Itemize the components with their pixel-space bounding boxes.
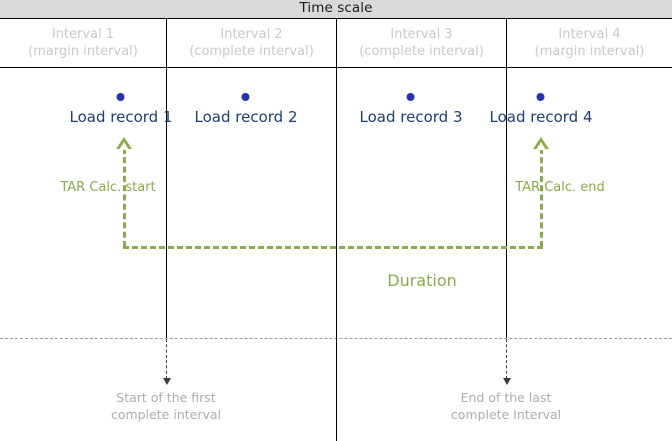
last-interval-caption: End of the last complete Interval xyxy=(451,389,561,423)
interval-kind-1: (margin interval) xyxy=(28,43,138,59)
interval-name-4: Interval 4 xyxy=(558,26,621,42)
interval-header-1: Interval 1 (margin interval) xyxy=(0,18,166,67)
tar-calc-end-label: TAR Calc. end xyxy=(515,180,605,195)
load-record-3: Load record 3 xyxy=(359,93,463,126)
diagram-title-band: Time scale xyxy=(0,0,672,18)
load-record-dot-icon xyxy=(406,93,415,101)
duration-label: Duration xyxy=(387,271,457,290)
load-record-dot-icon xyxy=(241,93,250,101)
tar-calc-start-label: TAR Calc. start xyxy=(60,180,156,195)
first-interval-caption-line2: complete interval xyxy=(110,407,222,422)
interval-divider-3 xyxy=(506,18,507,338)
interval-header-2: Interval 2 (complete interval) xyxy=(167,18,336,67)
page-title: Time scale xyxy=(299,0,373,17)
interval-divider-2 xyxy=(336,18,337,441)
first-interval-caption-line1: Start of the first xyxy=(116,390,216,405)
interval-name-3: Interval 3 xyxy=(390,26,453,42)
interval-name-1: Interval 1 xyxy=(51,26,115,42)
first-interval-caption: Start of the first complete interval xyxy=(111,389,221,423)
interval-header-4: Interval 4 (margin interval) xyxy=(507,18,672,67)
last-interval-pointer-line xyxy=(506,339,507,379)
tar-calc-end-arrow-icon xyxy=(533,137,549,150)
load-record-2: Load record 2 xyxy=(194,93,298,126)
load-record-4: Load record 4 xyxy=(489,93,593,126)
interval-name-2: Interval 2 xyxy=(220,26,283,42)
last-interval-arrow-icon xyxy=(503,378,511,385)
interval-divider-1 xyxy=(166,18,167,338)
interval-kind-3: (complete interval) xyxy=(359,43,484,59)
load-record-1: Load record 1 xyxy=(69,93,173,126)
interval-kind-4: (margin interval) xyxy=(534,43,645,59)
load-record-label-1: Load record 1 xyxy=(69,108,173,126)
first-interval-arrow-icon xyxy=(163,378,171,385)
interval-header-3: Interval 3 (complete interval) xyxy=(337,18,506,67)
interval-kind-2: (complete interval) xyxy=(189,43,314,59)
last-interval-caption-line1: End of the last xyxy=(460,390,552,405)
load-record-label-3: Load record 3 xyxy=(359,108,463,126)
load-record-label-2: Load record 2 xyxy=(194,108,298,126)
first-interval-pointer-line xyxy=(166,339,167,379)
last-interval-caption-line2: complete Interval xyxy=(450,407,562,422)
duration-bracket-left-stem xyxy=(123,148,126,247)
duration-bracket-baseline xyxy=(123,246,543,249)
duration-bracket-right-stem xyxy=(540,148,543,247)
tar-calc-start-arrow-icon xyxy=(116,137,132,150)
load-record-dot-icon xyxy=(116,93,125,101)
load-record-label-4: Load record 4 xyxy=(489,108,593,126)
load-record-dot-icon xyxy=(536,93,545,101)
